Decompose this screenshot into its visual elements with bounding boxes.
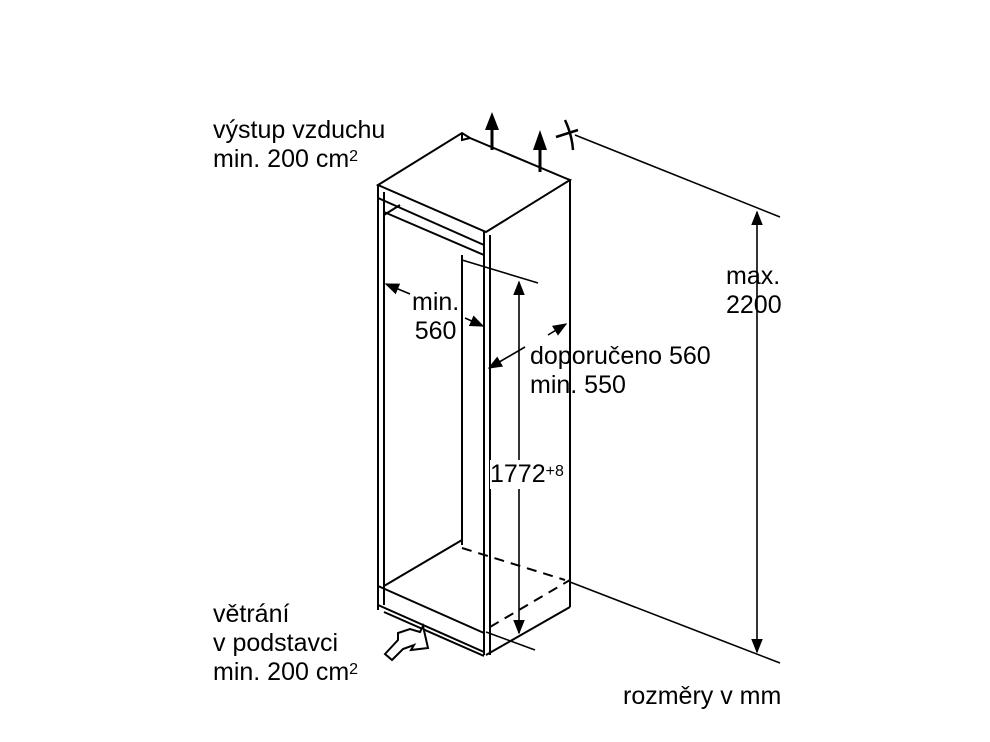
depth-line1: doporučeno 560 bbox=[530, 342, 711, 370]
plinth-vent-line1: větrání bbox=[213, 600, 290, 628]
min-width-label: min. 560 bbox=[412, 288, 459, 346]
plinth-vent-value: min. 200 cm bbox=[213, 658, 350, 686]
niche-height-label: 1772+8 bbox=[490, 460, 564, 489]
dimension-lines bbox=[384, 134, 781, 664]
niche-height-tolerance: +8 bbox=[545, 463, 564, 480]
air-outlet-arrows bbox=[485, 112, 547, 172]
plinth-vent-label: větrání v podstavci min. 200 cm2 bbox=[213, 600, 358, 687]
air-outlet-line2: min. 200 cm2 bbox=[213, 145, 385, 174]
depth-line2: min. 550 bbox=[530, 371, 626, 399]
plinth-vent-line2: v podstavci bbox=[213, 629, 339, 657]
niche-height-value: 1772 bbox=[490, 460, 546, 488]
max-height-line1: max. bbox=[726, 262, 781, 290]
plinth-vent-arrow-icon bbox=[383, 623, 430, 662]
air-outlet-value: min. 200 cm bbox=[213, 145, 350, 173]
air-outlet-sup: 2 bbox=[349, 148, 359, 165]
cabinet-outline bbox=[375, 131, 573, 657]
max-height-label: max. 2200 bbox=[726, 262, 782, 320]
plinth-vent-line3: min. 200 cm2 bbox=[213, 658, 358, 687]
depth-label: doporučeno 560 min. 550 bbox=[530, 342, 711, 400]
break-symbol-icon bbox=[555, 119, 579, 151]
min-width-line1: min. bbox=[412, 288, 460, 316]
units-note: rozměry v mm bbox=[623, 682, 782, 710]
min-width-line2: 560 bbox=[414, 317, 457, 345]
air-outlet-label: výstup vzduchu min. 200 cm2 bbox=[213, 116, 385, 174]
plinth-vent-sup: 2 bbox=[349, 661, 359, 678]
air-outlet-line1: výstup vzduchu bbox=[213, 116, 386, 144]
max-height-line2: 2200 bbox=[726, 291, 782, 319]
